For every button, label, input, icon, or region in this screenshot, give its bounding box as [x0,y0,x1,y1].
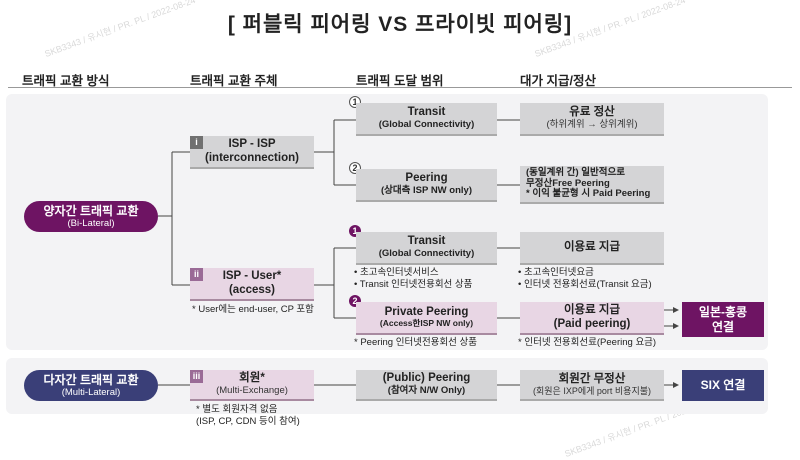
connector-lines [158,119,679,388]
reach-transit-note-line2: • Transit 인터넷전용회선 상품 [354,279,473,291]
reach-peering-subtitle: (상대측 ISP NW only) [381,184,472,196]
reach-transit-access-notes: • 초고속인터넷서비스 • Transit 인터넷전용회선 상품 [354,267,472,292]
subject-isp-isp-box: i ISP - ISP (interconnection) [190,136,314,169]
reach-public-peering-subtitle: (참여자 N/W Only) [387,384,466,396]
japan-hongkong-connection-box: 일본-홍콩 연결 [682,302,764,337]
payment-free-peering-line2: 무정산Free Peering [526,177,610,189]
japan-hongkong-line1: 일본-홍콩 [698,304,748,319]
subject-member-box: iii 회원* (Multi-Exchange) [190,370,314,401]
payment-member-free-subtitle: (회원은 IXP에게 port 비용지불) [532,385,652,396]
page-title: [ 퍼블릭 피어링 VS 프라이빗 피어링] [227,13,573,36]
payment-paid-peering-note: * 인터넷 전용회선료(Peering 요금) [518,337,657,348]
multilateral-exchange-node: 다자간 트래픽 교환 (Multi-Lateral) [24,370,158,401]
reach-private-peering-note: * Peering 인터넷전용회선 상품 [354,337,478,348]
payment-usage-fee-box: 이용료 지급 [520,232,664,265]
reach-private-peering-subtitle: (Access한ISP NW only) [379,318,474,329]
subject-isp-isp-subtitle: (interconnection) [205,151,299,164]
bilateral-title: 양자간 트래픽 교환 [43,203,139,218]
subject-member-note-line1: * 별도 회원자격 없음 [196,404,278,415]
reach-private-peering-title: Private Peering [384,306,469,318]
payment-member-free-title: 회원간 무정산 [558,372,626,385]
reach-transit-subtitle: (Global Connectivity) [378,118,475,130]
reach-private-peering-box: Private Peering (Access한ISP NW only) [356,302,497,335]
header-exchange-method: 트래픽 교환 방식 [22,74,110,88]
payment-paid-settlement-subtitle: (하위계위 → 상위계위) [546,118,638,130]
six-connection-box: SIX 연결 [682,370,764,401]
reach-transit-access-subtitle: (Global Connectivity) [378,247,475,259]
payment-free-peering-line1: (동일계위 간) 일반적으로 [526,166,626,178]
roman-numeral-tag: ii [190,268,203,281]
payment-usage-note-line1: • 초고속인터넷요금 [518,267,594,278]
header-divider [8,87,792,88]
payment-usage-fee-notes: • 초고속인터넷요금 • 인터넷 전용회선료(Transit 요금) [518,267,652,292]
payment-paid-peering-box: 이용료 지급 (Paid peering) [520,302,664,335]
subject-member-subtitle: (Multi-Exchange) [216,384,288,396]
roman-numeral-tag: i [190,136,203,149]
payment-paid-settlement-title: 유료 정산 [569,106,615,119]
reach-transit-note-line1: • 초고속인터넷서비스 [354,267,439,278]
header-payment: 대가 지급/정산 [520,74,596,88]
subject-member-title: 회원* [239,372,265,385]
subject-isp-isp-title: ISP - ISP [228,138,276,151]
payment-usage-note-line2: • 인터넷 전용회선료(Transit 요금) [518,279,652,291]
subject-isp-user-note: * User에는 end-user, CP 포함 [192,304,314,315]
subject-member-note-line2: (ISP, CP, CDN 등이 참여) [196,416,300,428]
roman-numeral-tag: iii [190,370,203,383]
payment-usage-fee-title: 이용료 지급 [563,240,621,253]
reach-peering-box: Peering (상대측 ISP NW only) [356,169,497,202]
japan-hongkong-line2: 연결 [711,319,735,334]
header-reach: 트래픽 도달 범위 [356,74,444,88]
payment-free-peering-line3: * 이익 불균형 시 Paid Peering [526,188,651,200]
reach-public-peering-title: (Public) Peering [382,372,471,385]
subject-isp-user-subtitle: (access) [228,283,276,296]
bilateral-subtitle: (Bi-Lateral) [67,218,115,229]
subject-member-note: * 별도 회원자격 없음 (ISP, CP, CDN 등이 참여) [196,404,300,429]
multilateral-title: 다자간 트래픽 교환 [43,372,139,387]
reach-peering-title: Peering [405,172,448,185]
payment-paid-settlement-box: 유료 정산 (하위계위 → 상위계위) [520,103,664,136]
subject-isp-user-box: ii ISP - User* (access) [190,268,314,301]
reach-transit-title: Transit [407,106,446,119]
header-exchange-subject: 트래픽 교환 주체 [190,74,278,88]
reach-transit-access-title: Transit [407,235,446,248]
payment-paid-peering-subtitle: (Paid peering) [553,317,631,330]
bilateral-exchange-node: 양자간 트래픽 교환 (Bi-Lateral) [24,201,158,232]
payment-member-free-box: 회원간 무정산 (회원은 IXP에게 port 비용지불) [520,370,664,401]
reach-public-peering-box: (Public) Peering (참여자 N/W Only) [356,370,497,401]
payment-paid-peering-title: 이용료 지급 [563,304,621,317]
reach-transit-access-box: Transit (Global Connectivity) [356,232,497,265]
payment-free-peering-box: (동일계위 간) 일반적으로 무정산Free Peering * 이익 불균형 … [520,166,664,204]
multilateral-subtitle: (Multi-Lateral) [61,387,121,398]
six-connection-label: SIX 연결 [700,378,746,392]
reach-transit-box: Transit (Global Connectivity) [356,103,497,136]
subject-isp-user-title: ISP - User* [222,270,282,283]
